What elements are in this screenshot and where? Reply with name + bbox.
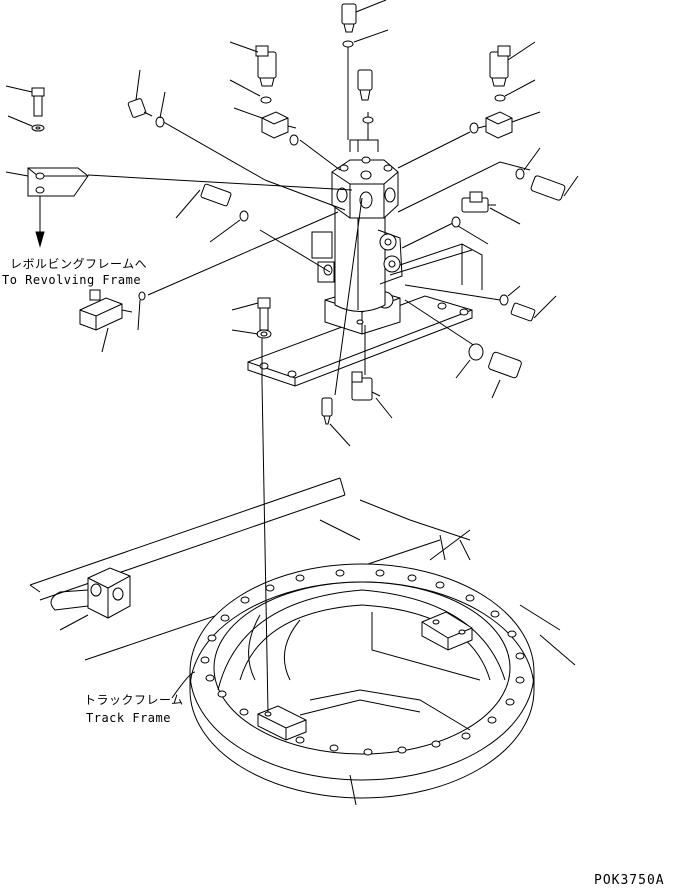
plug-fitting-3 [499,285,557,322]
swing-circle-flange [189,563,535,799]
plug-fitting-2 [515,147,579,201]
swivel-joint [311,139,403,335]
arrow-down-icon [35,200,45,248]
track-frame-label-en: Track Frame [86,711,171,725]
elbow-fitting-1 [229,41,277,104]
block-fitting-2 [469,111,541,139]
drawing-code: POK3750A [594,873,665,888]
rail-block [50,567,131,631]
plug-fitting-4 [455,343,522,399]
revolving-frame-label-en: To Revolving Frame [2,273,141,287]
plug-fitting-1 [127,69,166,128]
fittings [5,0,579,447]
straight-fitting-3 [321,397,351,447]
elbow-fitting-4 [351,371,393,419]
straight-fitting-1 [357,69,374,124]
elbow-fitting-3 [451,191,521,245]
bolt-plate [231,297,272,339]
revolving-frame-label-jp: レボルビングフレームへ [10,257,147,271]
fitting-top [341,0,389,48]
track-frame [29,477,576,806]
block-fitting-1 [233,107,299,146]
straight-fitting-2 [175,183,249,243]
bracket-bolt [5,85,89,197]
valve-fitting-1 [79,289,146,353]
elbow-fitting-2 [489,41,536,102]
track-frame-label-jp: トラックフレーム [84,693,184,707]
mounting-plate [247,243,483,387]
